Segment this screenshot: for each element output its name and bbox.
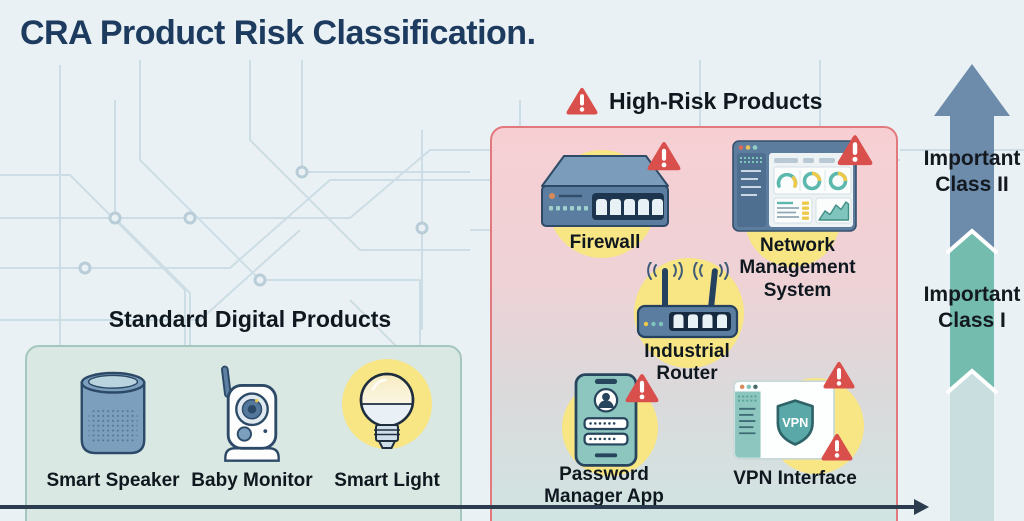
smart-speaker-label: Smart Speaker xyxy=(46,470,180,491)
warning-triangle-icon xyxy=(823,361,855,389)
axis-label-important-class-2: Important Class II xyxy=(923,147,1021,196)
smart-speaker-icon xyxy=(80,371,146,455)
firewall-icon xyxy=(541,155,669,227)
firewall-label: Firewall xyxy=(569,232,641,253)
standard-header: Standard Digital Products xyxy=(108,306,392,332)
vpn-shield-text: VPN xyxy=(782,415,808,430)
baby-monitor-icon xyxy=(221,365,280,462)
warning-triangle-icon xyxy=(625,373,659,403)
high-risk-header-label: High-Risk Products xyxy=(609,88,823,114)
vpn-interface-label: VPN Interface xyxy=(733,468,857,489)
network-management-system-icon xyxy=(732,140,857,232)
page-title: CRA Product Risk Classification. xyxy=(20,14,536,52)
warning-triangle-icon xyxy=(647,141,681,171)
axis-label-important-class-1: Important Class I xyxy=(923,283,1021,332)
warning-triangle-icon xyxy=(837,135,873,166)
industrial-router-label: Industrial Router xyxy=(644,341,730,385)
risk-level-arrow xyxy=(934,64,1010,521)
industrial-router-icon xyxy=(636,262,739,339)
password-manager-app-label: Password Manager App xyxy=(544,464,664,508)
baby-monitor-label: Baby Monitor xyxy=(191,470,313,491)
horizontal-axis-arrowhead xyxy=(914,499,929,515)
horizontal-axis-line xyxy=(0,505,916,509)
network-management-system-label: Network Management System xyxy=(739,235,856,301)
warning-triangle-icon xyxy=(821,433,853,461)
password-manager-app-icon xyxy=(574,373,638,467)
vpn-interface-icon: VPN xyxy=(733,380,835,460)
warning-triangle-icon xyxy=(566,87,598,115)
high-risk-header: High-Risk Products xyxy=(565,86,822,117)
smart-light-icon xyxy=(342,359,432,449)
smart-light-label: Smart Light xyxy=(334,470,440,491)
